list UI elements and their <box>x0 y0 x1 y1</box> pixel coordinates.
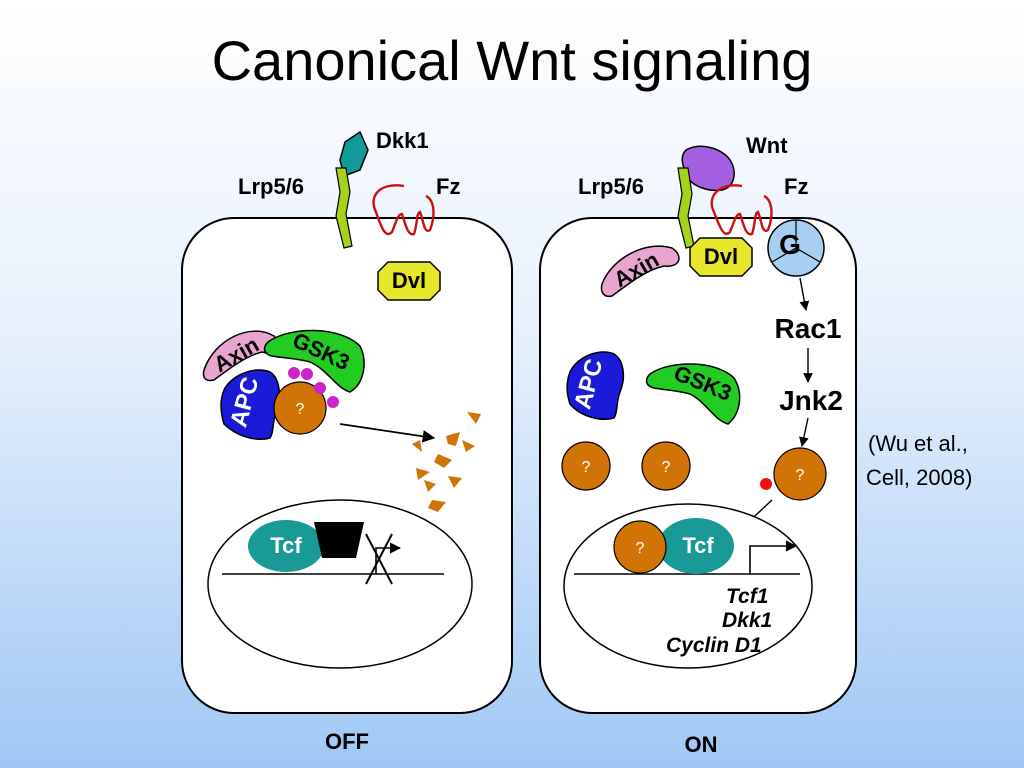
on-g-to-rac1-arrow <box>799 277 810 311</box>
fragment <box>467 412 481 424</box>
fragment <box>462 440 475 452</box>
on-lrp-label: Lrp5/6 <box>578 174 644 199</box>
off-fz-shape <box>372 184 435 236</box>
fragment <box>416 468 430 480</box>
on-target-gene-tcf1: Tcf1 <box>726 585 768 608</box>
on-rac1-label: Rac1 <box>775 313 842 344</box>
citation-line-2: Cell, 2008) <box>866 465 972 490</box>
off-dkk1-label: Dkk1 <box>376 128 429 153</box>
on-transcription-arrow <box>749 540 798 574</box>
off-state-label: OFF <box>325 729 369 754</box>
on-target-gene-cyclin-d1: Cyclin D1 <box>666 634 762 657</box>
off-dkk1-shape <box>339 130 369 177</box>
citation: (Wu et al., Cell, 2008) <box>866 431 972 490</box>
on-beta-catenin-3 <box>773 447 827 501</box>
on-panel: Wnt Lrp5/6 Fz G Dvl Axin APC GSK <box>539 133 857 757</box>
on-jnk2-to-bcat-arrow <box>799 417 809 447</box>
fragment <box>446 432 460 446</box>
on-g-protein-divider <box>771 247 797 263</box>
on-wnt-label: Wnt <box>746 133 788 158</box>
off-beta-catenin-label: ? <box>296 401 305 418</box>
off-dvl-shape <box>377 261 441 301</box>
off-apc-shape <box>220 369 281 440</box>
off-tcf <box>248 520 324 572</box>
on-jnk2-label: Jnk2 <box>779 385 843 416</box>
off-phosphate-2 <box>301 368 313 380</box>
slide-title: Canonical Wnt signaling <box>211 29 813 92</box>
on-fz-shape <box>710 184 773 236</box>
off-degraded-fragments <box>412 412 481 512</box>
on-tcf-label: Tcf <box>682 533 714 558</box>
on-beta-catenin-1 <box>561 441 611 491</box>
fragment <box>428 500 446 512</box>
citation-line-1: (Wu et al., <box>868 431 968 456</box>
on-tcf <box>658 518 734 574</box>
off-lrp-label: Lrp5/6 <box>238 174 304 199</box>
off-phosphate-3 <box>314 382 326 394</box>
on-activation-mark <box>760 478 772 490</box>
off-axin-shape <box>202 330 280 382</box>
off-phosphate-1 <box>288 367 300 379</box>
on-gsk3-shape <box>645 363 741 425</box>
on-beta-catenin-2-label: ? <box>662 459 671 476</box>
fragment <box>434 454 452 468</box>
off-panel: Dkk1 Lrp5/6 Fz Dvl Axin GSK3 APC ? <box>181 128 513 754</box>
off-fz-label: Fz <box>436 174 460 199</box>
off-dvl-label: Dvl <box>392 268 426 293</box>
on-axin-shape <box>600 245 680 298</box>
off-tcf-label: Tcf <box>270 533 302 558</box>
on-dvl-label: Dvl <box>704 244 738 269</box>
on-target-gene-dkk1: Dkk1 <box>722 609 772 632</box>
off-beta-catenin <box>273 381 327 435</box>
off-phosphate-4 <box>327 396 339 408</box>
off-repressor <box>314 522 364 558</box>
on-dvl-shape <box>689 237 753 277</box>
fragment <box>412 440 422 452</box>
on-state-label: ON <box>685 732 718 757</box>
on-g-protein-divider <box>795 247 821 263</box>
on-wnt-shape <box>681 145 735 192</box>
on-g-protein-label: G <box>779 229 801 260</box>
on-beta-catenin-2 <box>641 441 691 491</box>
fragment <box>448 476 462 488</box>
off-block-x-2 <box>365 533 393 585</box>
on-beta-catenin-1-label: ? <box>582 459 591 476</box>
on-nuclear-beta-catenin-label: ? <box>636 540 645 557</box>
on-apc-shape <box>566 351 625 420</box>
fragment <box>424 480 436 492</box>
off-gsk3-shape <box>263 329 365 393</box>
off-lrp-shape <box>335 167 353 249</box>
on-nuclear-beta-catenin <box>613 520 667 574</box>
off-degradation-arrow <box>339 423 436 443</box>
on-beta-catenin-3-label: ? <box>796 467 805 484</box>
on-fz-label: Fz <box>784 174 808 199</box>
